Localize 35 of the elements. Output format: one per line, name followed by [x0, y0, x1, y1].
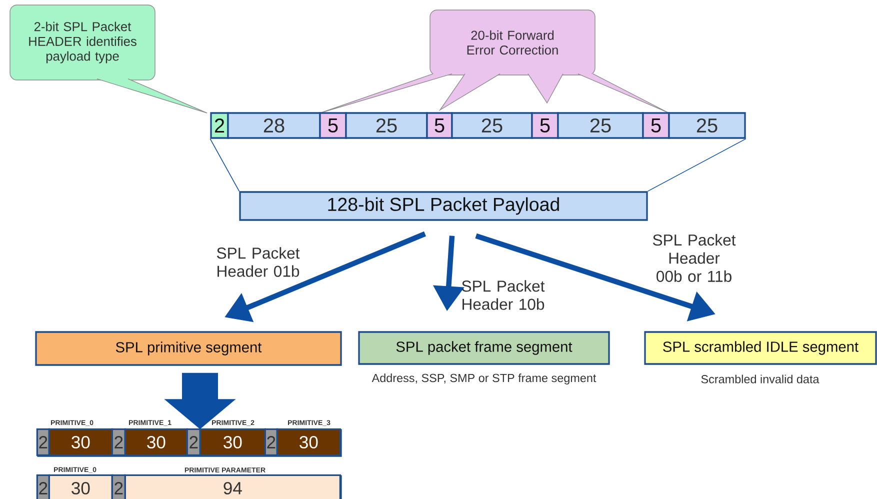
packet-cell: 25 [451, 112, 533, 139]
packet-cell: 25 [345, 112, 428, 139]
packet-cell: 28 [227, 112, 321, 139]
connector-line [210, 138, 240, 192]
callout-bubble: 2-bit SPL Packet HEADER identifies payload type [10, 4, 208, 114]
field-cell: 30 [276, 428, 341, 456]
callout-bubble: 20-bit Forward Error Correction [320, 10, 670, 114]
packet-cell: 2 [210, 112, 229, 139]
field-cell: 2 [111, 474, 126, 499]
caption-text: Address, SSP, SMP or STP frame segment [372, 374, 596, 384]
field-cell: 2 [264, 428, 278, 456]
payload-box: 128-bit SPL Packet Payload [239, 191, 648, 221]
segment-box: SPL primitive segment [35, 331, 342, 366]
segment-box: SPL scrambled IDLE segment [644, 331, 877, 365]
packet-cell: 25 [557, 112, 644, 139]
field-cell: 30 [124, 428, 188, 456]
field-cell: 2 [36, 428, 50, 456]
packet-cell: 25 [668, 112, 746, 139]
connector-line [647, 138, 746, 192]
packet-cell: 5 [319, 112, 347, 139]
packet-cell: 5 [531, 112, 559, 139]
field-cell: 2 [186, 428, 201, 456]
edge-label: SPL Packet Header 10b [462, 280, 545, 310]
field-cell: 30 [48, 474, 113, 499]
edge-label: SPL Packet Header 00b or 11b [652, 234, 736, 282]
field-cell: 94 [124, 474, 341, 499]
segment-box: SPL packet frame segment [358, 331, 610, 365]
field-cell: 2 [111, 428, 126, 456]
packet-cell: 5 [426, 112, 453, 139]
caption-text: Scrambled invalid data [701, 374, 820, 384]
edge-label: SPL Packet Header 01b [216, 247, 300, 277]
field-cell: 2 [36, 474, 50, 499]
field-cell: 30 [199, 428, 266, 456]
field-cell: 30 [48, 428, 113, 456]
packet-cell: 5 [642, 112, 670, 139]
